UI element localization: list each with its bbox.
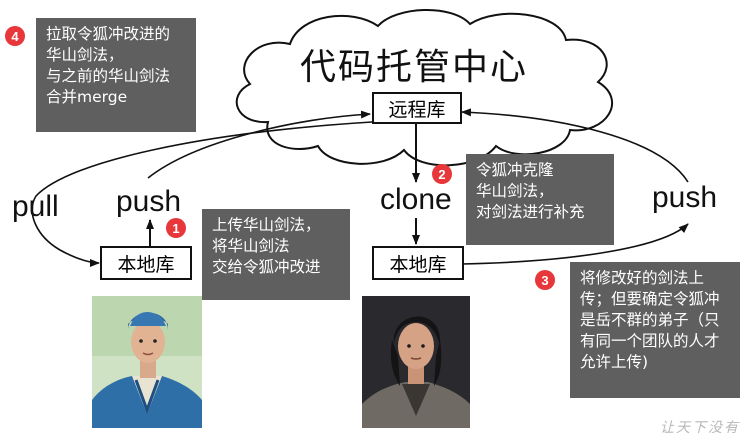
note-4-line: 与之前的华山剑法	[46, 66, 187, 87]
note-4: 拉取令狐冲改进的 华山剑法， 与之前的华山剑法 合并merge	[36, 18, 196, 132]
note-1-line: 将华山剑法	[212, 236, 341, 257]
note-4-line: 合并merge	[46, 87, 187, 108]
left-local-repo-label: 本地库	[117, 250, 174, 277]
note-1: 上传华山剑法， 将华山剑法 交给令狐冲改进	[202, 209, 350, 300]
left-push-label: push	[116, 185, 181, 219]
note-3-line: 有同一个团队的人才	[580, 331, 731, 352]
note-3-badge: 3	[535, 270, 555, 290]
diagram-title: 代码托管中心	[300, 38, 528, 90]
note-1-badge: 1	[166, 218, 186, 238]
note-3-line: 将修改好的剑法上	[580, 268, 731, 289]
note-3-line: 是岳不群的弟子（只	[580, 310, 731, 331]
right-local-repo-box: 本地库	[372, 246, 464, 280]
portrait-right	[362, 296, 470, 428]
note-1-line: 交给令狐冲改进	[212, 257, 341, 278]
note-2-badge: 2	[432, 164, 452, 184]
portrait-left	[92, 296, 202, 428]
note-2-line: 华山剑法，	[476, 181, 605, 202]
right-push-label: push	[652, 181, 717, 215]
right-local-repo-label: 本地库	[389, 250, 446, 277]
clone-label: clone	[380, 183, 452, 217]
watermark: 让天下没有	[660, 417, 740, 437]
note-2-line: 令狐冲克隆	[476, 160, 605, 181]
remote-repo-label: 远程库	[388, 95, 445, 122]
note-3-line: 允许上传)	[580, 352, 731, 373]
note-4-line: 拉取令狐冲改进的	[46, 24, 187, 45]
note-3-line: 传；但要确定令狐冲	[580, 289, 731, 310]
note-3: 将修改好的剑法上 传；但要确定令狐冲 是岳不群的弟子（只 有同一个团队的人才 允…	[570, 262, 740, 398]
note-1-line: 上传华山剑法，	[212, 215, 341, 236]
note-2-line: 对剑法进行补充	[476, 202, 605, 223]
remote-repo-box: 远程库	[372, 92, 462, 124]
pull-label: pull	[12, 190, 59, 224]
left-local-repo-box: 本地库	[100, 246, 192, 280]
note-4-badge: 4	[5, 26, 25, 46]
note-4-line: 华山剑法，	[46, 45, 187, 66]
note-2: 令狐冲克隆 华山剑法， 对剑法进行补充	[466, 154, 614, 245]
